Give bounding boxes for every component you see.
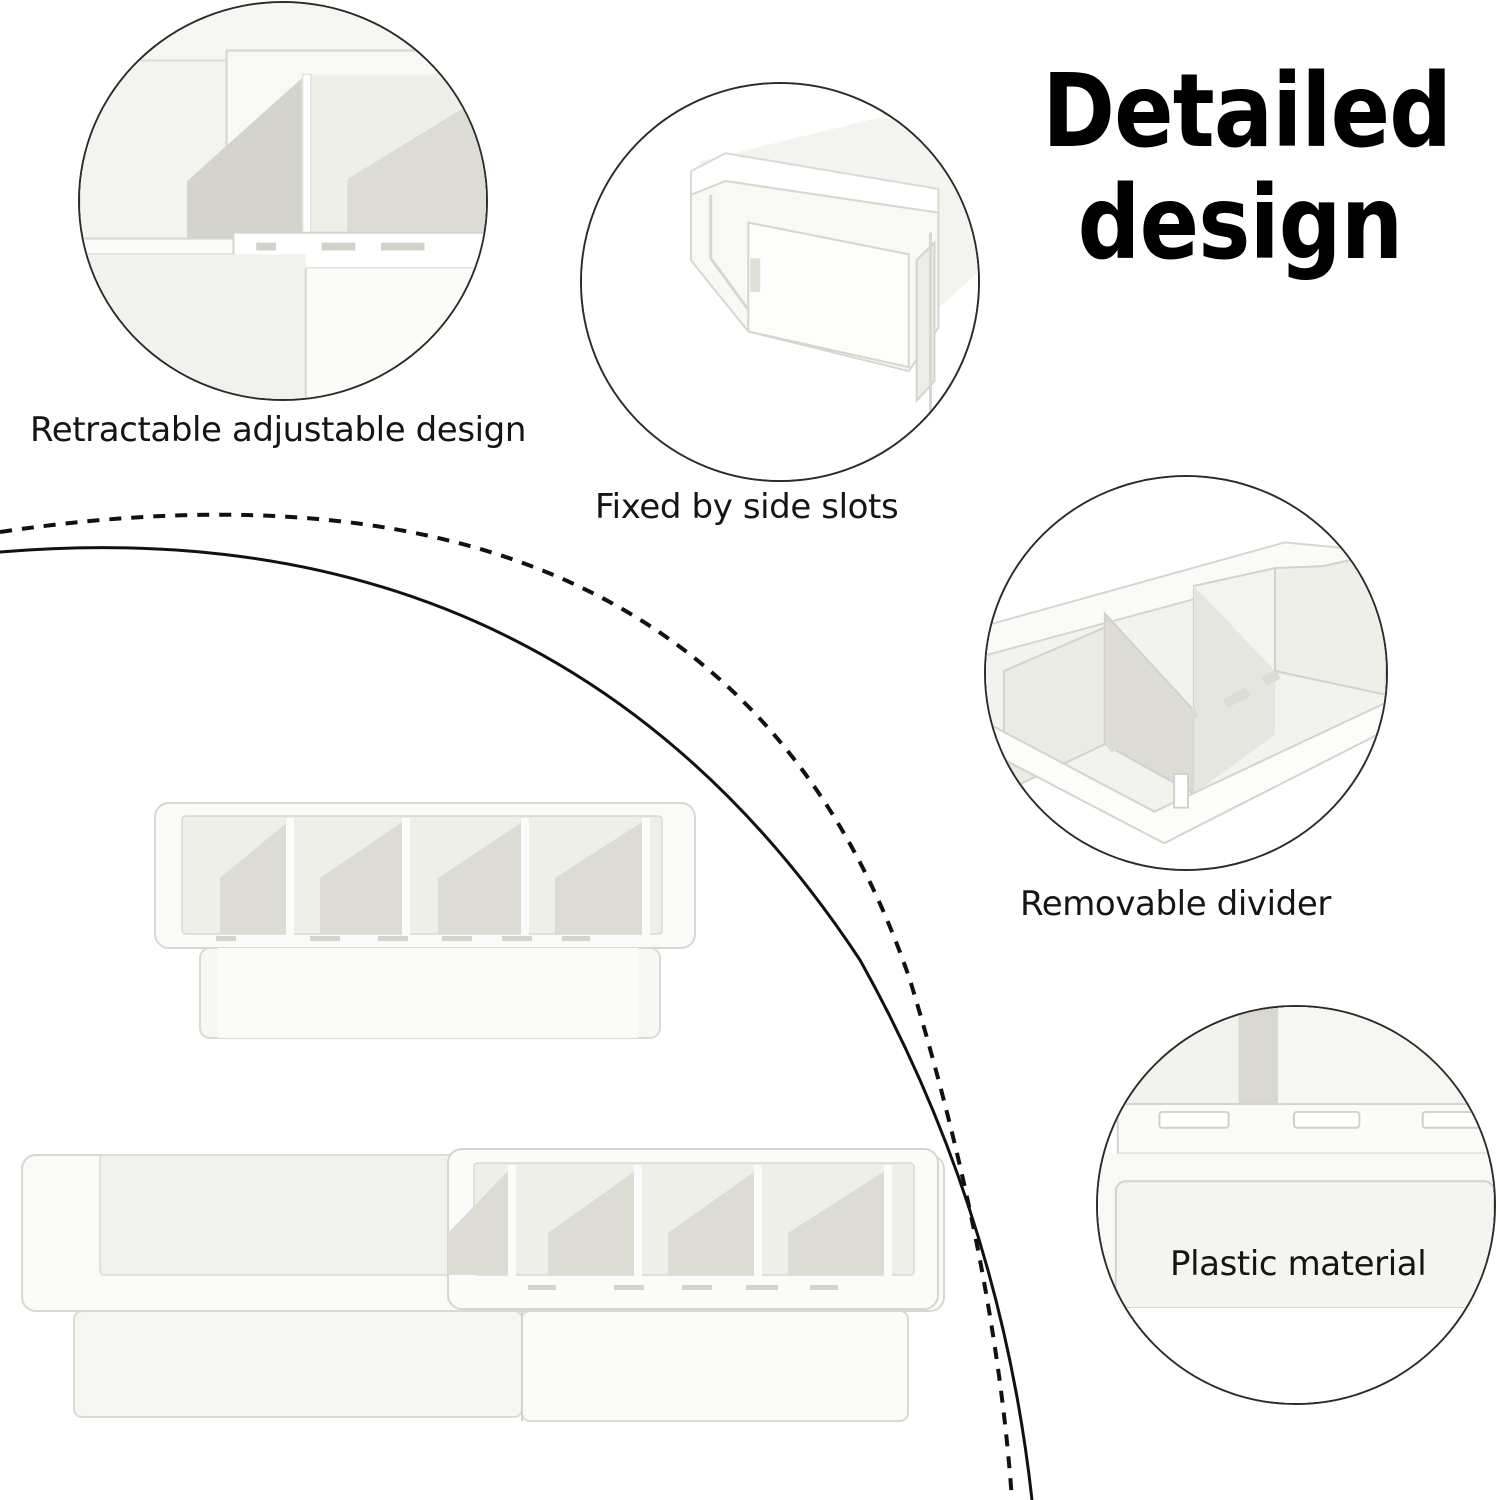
page-title: Detailed design	[1042, 52, 1452, 283]
organizer-compact-icon	[154, 802, 696, 1039]
organizer-extended	[18, 1145, 958, 1425]
page-title-line-1: Detailed	[1042, 52, 1452, 171]
organizer-extended-icon	[21, 1148, 945, 1422]
divider-closeup-icon	[986, 477, 1386, 869]
organizer-compact	[150, 798, 700, 1043]
page-title-line-2: design	[1077, 164, 1404, 283]
side-slot-closeup-icon	[582, 84, 978, 480]
retractable-closeup	[78, 1, 488, 401]
expandable-tray-closeup-icon	[80, 3, 486, 399]
feature-caption-side-slots: Fixed by side slots	[595, 487, 899, 527]
feature-caption-plastic: Plastic material	[1170, 1244, 1427, 1284]
plastic-material-closeup	[1096, 1005, 1496, 1405]
plastic-surface-closeup-icon	[1098, 1007, 1494, 1403]
feature-caption-retractable: Retractable adjustable design	[30, 410, 527, 450]
feature-caption-divider: Removable divider	[1020, 884, 1331, 924]
removable-divider-closeup	[984, 475, 1388, 871]
side-slot-closeup	[580, 82, 980, 482]
